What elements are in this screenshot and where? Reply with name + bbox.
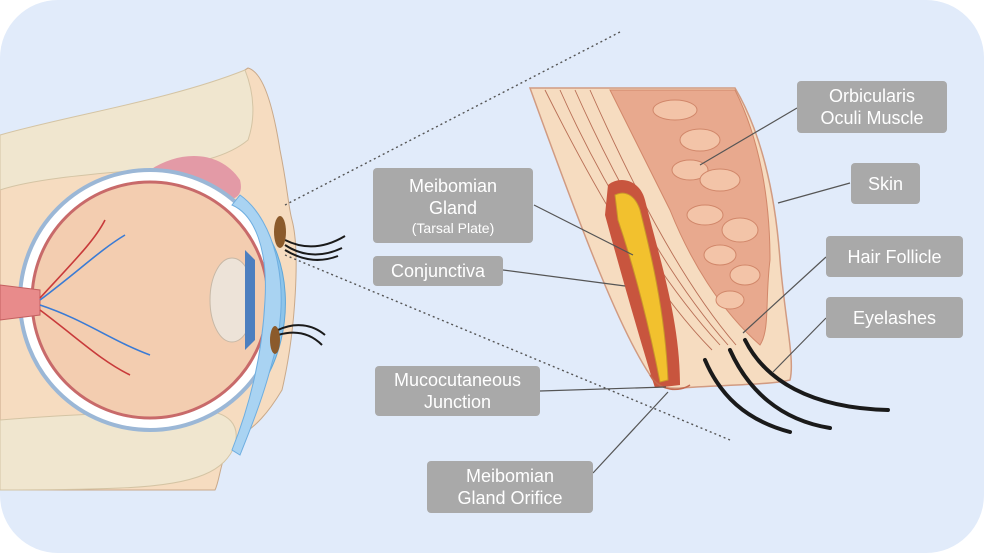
label-orifice-line1: Meibomian [465, 466, 555, 486]
upper-eyelashes [284, 235, 346, 261]
label-orbicularis-line1: Orbicularis [828, 86, 916, 106]
optic-nerve [0, 284, 41, 321]
lower-eyelashes [277, 324, 326, 346]
label-mucocutaneous-line1: Mucocutaneous [393, 370, 522, 390]
eyelid-section [528, 87, 890, 434]
zoom-lines [284, 31, 731, 441]
iris [245, 250, 255, 350]
label-meibomian-line3: (Tarsal Plate) [411, 219, 495, 236]
conjunctiva-layer [231, 194, 282, 456]
label-mucocutaneous-junction: Mucocutaneous Junction [375, 366, 540, 416]
label-orbicularis-line2: Oculi Muscle [820, 108, 924, 128]
label-conjunctiva-text: Conjunctiva [390, 261, 486, 281]
label-mucocutaneous-line2: Junction [423, 392, 492, 412]
lower-lid-gland [270, 326, 280, 354]
label-orifice-line2: Gland Orifice [457, 488, 563, 508]
label-orbicularis-oculi-muscle: Orbicularis Oculi Muscle [797, 81, 947, 133]
label-skin: Skin [851, 163, 920, 204]
label-meibomian-line1: Meibomian [408, 175, 498, 196]
muscle-bundles [652, 99, 761, 310]
label-meibomian-gland-orifice: Meibomian Gland Orifice [427, 461, 593, 513]
eye-cross-section [0, 67, 346, 491]
meibomian-gland [614, 192, 669, 383]
label-eyelashes: Eyelashes [826, 297, 963, 338]
label-hair-follicle-text: Hair Follicle [847, 246, 942, 267]
leader-lines [502, 107, 851, 474]
retinal-vessels [39, 219, 151, 376]
eyelash-hairs [703, 338, 890, 434]
label-conjunctiva: Conjunctiva [373, 256, 503, 286]
label-eyelashes-text: Eyelashes [852, 307, 937, 328]
lid-margin [649, 374, 691, 391]
label-hair-follicle: Hair Follicle [826, 236, 963, 277]
label-skin-text: Skin [867, 173, 903, 194]
label-meibomian-line2: Gland [428, 197, 478, 218]
upper-lid-gland [274, 216, 286, 248]
label-meibomian-gland: Meibomian Gland (Tarsal Plate) [373, 168, 533, 243]
